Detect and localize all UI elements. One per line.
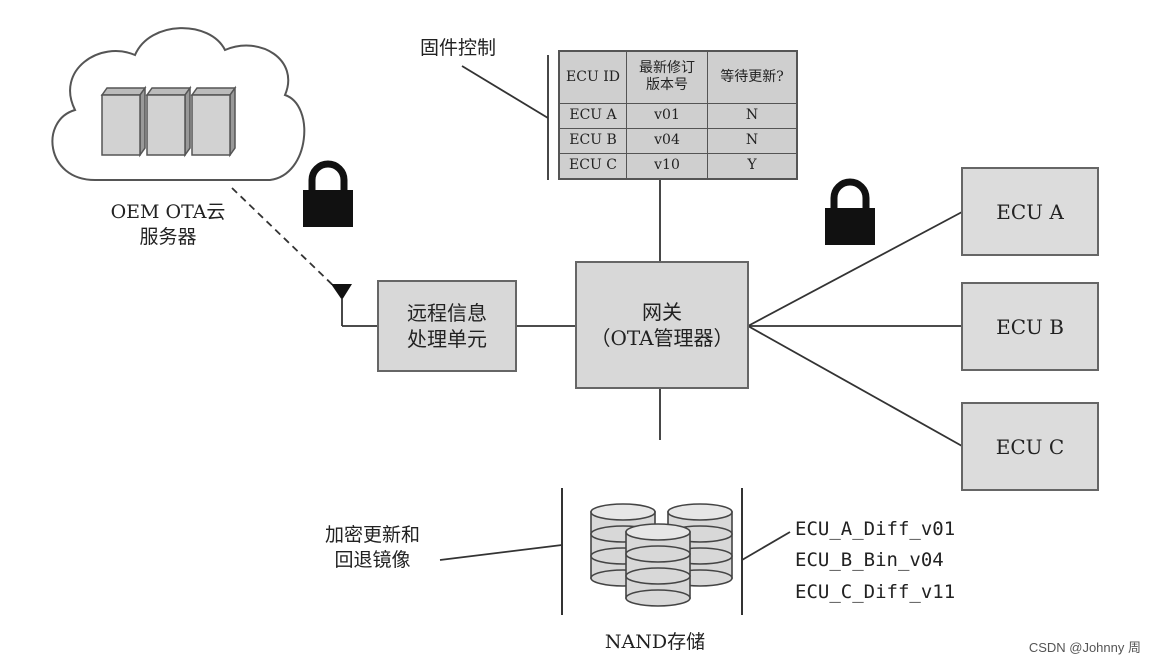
encrypted-label-line: 回退镜像 <box>334 549 411 571</box>
leader-line <box>461 65 549 119</box>
cloud-label-line: OEM OTA云 <box>110 201 226 223</box>
antenna-icon <box>331 284 378 327</box>
file-item: ECU_A_Diff_v01 <box>795 518 956 540</box>
ecu-label: ECU A <box>996 199 1064 224</box>
cloud-label: OEM OTA云 服务器 <box>88 200 248 250</box>
gateway-box: 网关 （OTA管理器） <box>575 261 749 389</box>
table-header: ECU ID <box>558 50 627 104</box>
firmware-table: ECU ID 最新修订 版本号 等待更新? ECU A v01 N ECU B … <box>558 50 798 180</box>
ecu-c-box: ECU C <box>961 402 1099 491</box>
table-row: ECU C v10 Y <box>558 152 798 180</box>
file-item: ECU_B_Bin_v04 <box>795 549 944 571</box>
table-cell: v04 <box>626 127 708 154</box>
table-row: ECU B v04 N <box>558 127 798 154</box>
encrypted-images-label: 加密更新和 回退镜像 <box>325 523 420 573</box>
table-cell: N <box>707 127 798 154</box>
file-item: ECU_C_Diff_v11 <box>795 581 956 603</box>
leader-line <box>741 531 791 561</box>
table-row: ECU A v01 N <box>558 102 798 129</box>
telematics-label: 远程信息 <box>407 301 487 325</box>
gateway-label: （OTA管理器） <box>590 326 734 350</box>
firmware-control-label: 固件控制 <box>420 37 497 59</box>
table-cell: Y <box>707 152 798 180</box>
table-cell: v01 <box>626 102 708 129</box>
database-icon <box>625 523 691 607</box>
table-cell: v10 <box>626 152 708 180</box>
telematics-label: 处理单元 <box>407 327 487 351</box>
connector-line <box>747 211 963 327</box>
encrypted-label-line: 加密更新和 <box>325 524 421 546</box>
watermark-text: CSDN @Johnny 周 <box>1028 640 1141 655</box>
cloud-label-line: 服务器 <box>139 226 197 248</box>
table-cell: ECU B <box>558 127 627 154</box>
ecu-b-box: ECU B <box>961 282 1099 371</box>
connector-line <box>747 325 963 447</box>
table-cell: N <box>707 102 798 129</box>
ecu-label: ECU C <box>995 434 1065 459</box>
server-icon <box>100 85 237 158</box>
table-header: 最新修订 版本号 <box>626 50 708 104</box>
table-header-row: ECU ID 最新修订 版本号 等待更新? <box>558 50 798 104</box>
gateway-label: 网关 <box>642 300 682 324</box>
ecu-a-box: ECU A <box>961 167 1099 256</box>
leader-line <box>439 544 563 561</box>
telematics-unit-box: 远程信息 处理单元 <box>377 280 517 372</box>
dashed-wireless-link <box>231 187 341 293</box>
table-header: 等待更新? <box>707 50 798 104</box>
table-cell: ECU A <box>558 102 627 129</box>
nand-storage-label: NAND存储 <box>604 631 706 653</box>
lock-icon <box>825 178 875 245</box>
lock-icon <box>303 160 353 227</box>
table-cell: ECU C <box>558 152 627 180</box>
ecu-label: ECU B <box>996 314 1064 339</box>
